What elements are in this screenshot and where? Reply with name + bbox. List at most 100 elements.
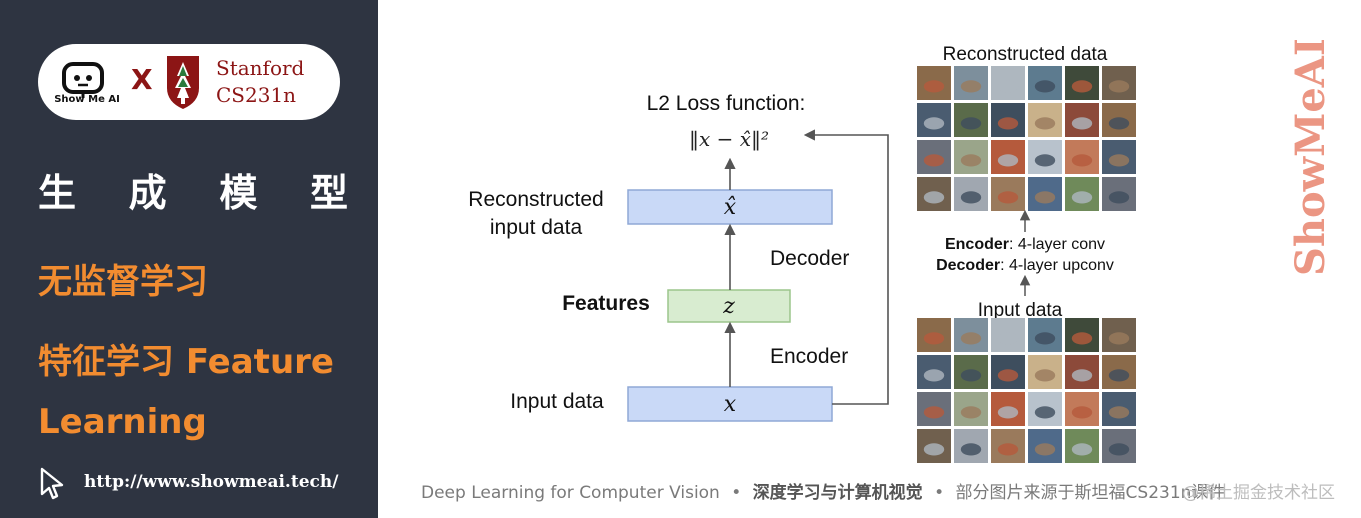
reconstructed-image-grid (917, 66, 1136, 211)
title-char: 成 (128, 171, 167, 215)
image-thumbnail-subject (1108, 332, 1130, 345)
title-char: 模 (219, 171, 258, 215)
image-thumbnail-subject (1108, 369, 1130, 382)
title-char: 型 (309, 171, 348, 215)
stanford-tree-icon (167, 56, 199, 109)
title-char: 生 (38, 171, 77, 215)
image-thumbnail-subject (1108, 117, 1130, 130)
image-thumbnail-subject (1034, 332, 1056, 345)
image-thumbnail-subject (923, 406, 945, 419)
image-thumbnail-subject (960, 154, 982, 167)
image-thumbnail-subject (1034, 369, 1056, 382)
z-symbol: z (722, 294, 735, 319)
x-hat-symbol: x̂ (724, 195, 737, 220)
x-symbol: x (724, 392, 737, 417)
image-thumbnail-subject (960, 332, 982, 345)
image-thumbnail-subject (923, 443, 945, 456)
stanford-name: Stanford (216, 56, 305, 80)
image-thumbnail-subject (1034, 154, 1056, 167)
brand-name: Show Me AI (54, 94, 120, 105)
image-thumbnail-subject (1034, 406, 1056, 419)
vertical-logo-text: ShowMeAI (1287, 40, 1334, 276)
encoder-desc: Encoder: 4-layer conv (945, 236, 1105, 253)
image-thumbnail-subject (997, 332, 1019, 345)
encoder-label: Encoder (770, 345, 848, 368)
image-thumbnail-subject (997, 191, 1019, 204)
footer-cn-course: 深度学习与计算机视觉 (752, 483, 923, 503)
section-title: 生 成 模 型 (38, 162, 348, 217)
subtopic-feature-learning-cont: Learning (38, 402, 207, 442)
reconstructed-data-title: Reconstructed data (943, 44, 1108, 65)
reconstructed-label-1: Reconstructed (468, 188, 603, 211)
image-thumbnail-subject (1034, 117, 1056, 130)
decoder-desc: Decoder: 4-layer upconv (936, 257, 1114, 274)
encoder-desc-key: Encoder (945, 236, 1009, 253)
stanford-course-label: Stanford CS231n (216, 55, 304, 109)
footer-course: Deep Learning for Computer Vision (421, 483, 720, 503)
decoder-label: Decoder (770, 247, 849, 270)
url-text[interactable]: http://www.showmeai.tech/ (84, 472, 339, 492)
image-thumbnail-subject (1108, 406, 1130, 419)
image-thumbnail-subject (997, 369, 1019, 382)
showmeai-vertical-logo: ShowMeAI (1287, 40, 1334, 276)
decoder-desc-key: Decoder (936, 257, 1000, 274)
cursor-icon (40, 467, 64, 500)
image-thumbnail-subject (997, 80, 1019, 93)
image-thumbnail-subject (960, 117, 982, 130)
robot-icon (62, 62, 104, 98)
image-thumbnail-subject (1071, 369, 1093, 382)
input-data-title: Input data (978, 300, 1063, 321)
watermark-text: @稀土掘金技术社区 (1182, 483, 1335, 503)
image-thumbnail-subject (1071, 406, 1093, 419)
footer-separator: • (731, 483, 742, 503)
image-thumbnail-subject (1071, 332, 1093, 345)
decoder-desc-value: : 4-layer upconv (1000, 257, 1114, 274)
encoder-desc-value: : 4-layer conv (1009, 236, 1105, 253)
image-thumbnail-subject (923, 369, 945, 382)
arrow-input-to-loss (803, 129, 889, 405)
logo-banner: Show Me AI X Stanford CS231n (38, 44, 340, 120)
reconstructed-box (627, 189, 833, 225)
image-thumbnail-subject (960, 443, 982, 456)
features-label: Features (562, 292, 650, 315)
image-thumbnail-subject (1108, 80, 1130, 93)
image-thumbnail-subject (997, 117, 1019, 130)
course-code: CS231n (216, 83, 297, 107)
image-thumbnail-subject (923, 191, 945, 204)
image-thumbnail-subject (923, 332, 945, 345)
loss-formula: ‖x − x̂‖² (689, 127, 769, 152)
features-box (667, 289, 791, 323)
image-thumbnail-subject (960, 80, 982, 93)
image-thumbnail-subject (1108, 443, 1130, 456)
subtopic-unsupervised: 无监督学习 (38, 262, 208, 302)
image-thumbnail-subject (1034, 191, 1056, 204)
times-icon: X (131, 63, 153, 96)
image-thumbnail-subject (1071, 80, 1093, 93)
image-thumbnail-subject (960, 369, 982, 382)
image-thumbnail-subject (997, 406, 1019, 419)
footer-caption: Deep Learning for Computer Vision • 深度学习… (421, 478, 1225, 503)
reconstructed-label-2: input data (490, 216, 583, 239)
image-thumbnail-subject (1071, 154, 1093, 167)
image-thumbnail-subject (960, 191, 982, 204)
image-thumbnail-subject (997, 154, 1019, 167)
image-thumbnail-subject (960, 406, 982, 419)
image-thumbnail-subject (923, 154, 945, 167)
subtopic-feature-learning: 特征学习 Feature (38, 342, 334, 382)
input-box (627, 386, 833, 422)
image-thumbnail-subject (1071, 191, 1093, 204)
loss-title: L2 Loss function: (647, 92, 806, 115)
image-thumbnail-subject (1034, 80, 1056, 93)
image-thumbnail-subject (997, 443, 1019, 456)
input-image-grid (917, 318, 1136, 463)
image-thumbnail-subject (923, 80, 945, 93)
image-thumbnail-subject (1071, 443, 1093, 456)
input-label: Input data (510, 390, 604, 413)
image-thumbnail-subject (923, 117, 945, 130)
footer-separator: • (934, 483, 945, 503)
image-thumbnail-subject (1034, 443, 1056, 456)
image-thumbnail-subject (1108, 191, 1130, 204)
footer-note: 部分图片来源于斯坦福CS231n课件 (955, 483, 1226, 503)
sidebar: Show Me AI X Stanford CS231n 生 成 模 型 无监督… (0, 0, 378, 518)
